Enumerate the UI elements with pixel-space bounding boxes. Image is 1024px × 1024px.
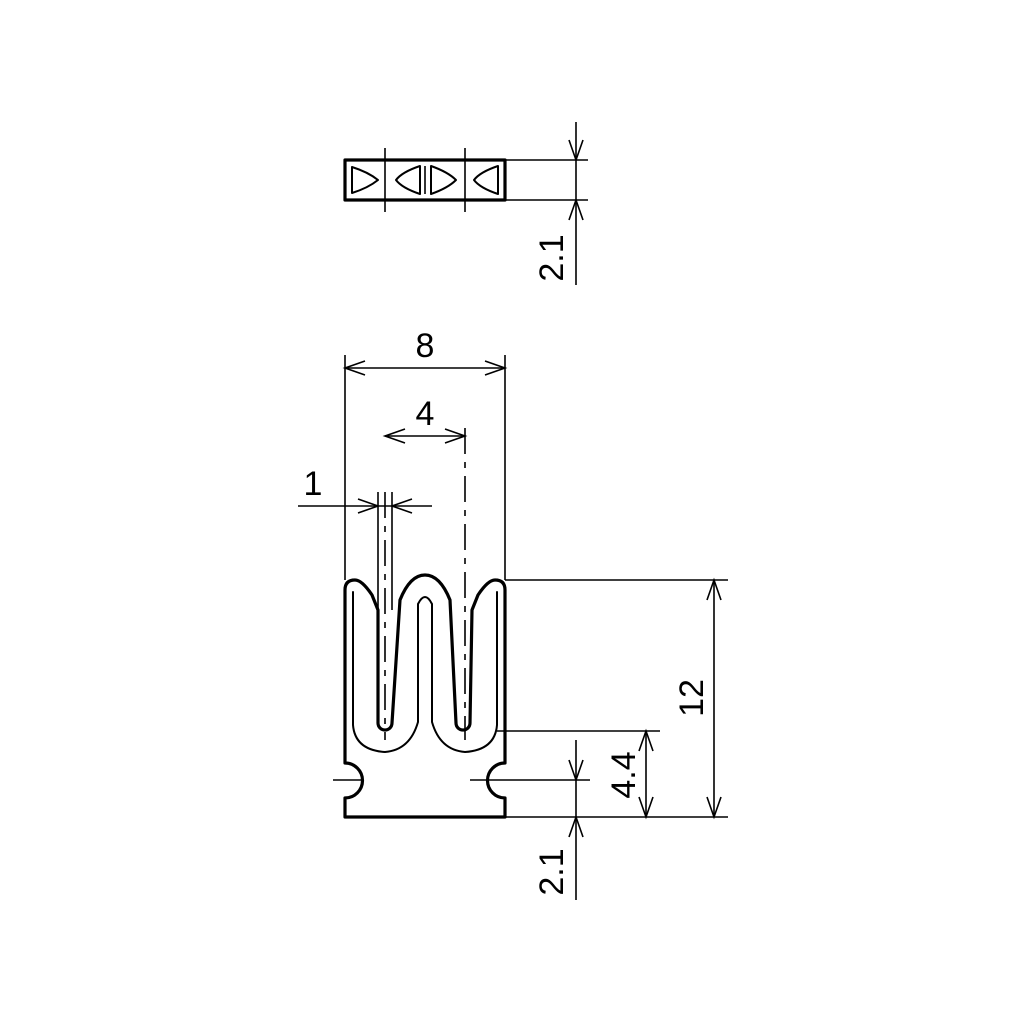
dim-arrow [357, 498, 381, 514]
dim-arrow [389, 498, 413, 514]
dim-arrow [638, 728, 654, 752]
dim-label-base-height: 4.4 [605, 751, 643, 798]
dim-label-pitch: 4 [416, 395, 435, 433]
front-view-outline [343, 573, 507, 819]
dim-arrow [706, 577, 722, 601]
top-view-chevron [351, 166, 379, 194]
dim-label-base-thickness: 2.1 [533, 848, 571, 895]
dim-arrow [706, 796, 722, 820]
dim-arrow [568, 814, 584, 838]
dim-label-height: 12 [673, 679, 711, 717]
top-view-outline [343, 158, 507, 202]
top-view-chevron [430, 165, 457, 195]
dim-arrow [382, 428, 406, 444]
front-view-inner-line [352, 591, 498, 753]
dim-label-width: 8 [416, 327, 435, 365]
dim-arrow [444, 428, 468, 444]
dim-arrow [638, 796, 654, 820]
top-view-chevron [395, 165, 421, 195]
dim-label-slot-width: 1 [304, 465, 323, 503]
front-view: 8 4 1 12 4.4 2.1 [298, 327, 728, 900]
dim-arrow [568, 759, 584, 783]
top-view-chevron [473, 165, 499, 195]
dim-arrow [568, 139, 584, 163]
dim-arrow [568, 197, 584, 221]
dim-arrow [484, 360, 508, 376]
top-view: 2.1 [343, 122, 588, 285]
dim-label-top-thickness: 2.1 [533, 234, 571, 281]
dim-arrow [342, 360, 366, 376]
